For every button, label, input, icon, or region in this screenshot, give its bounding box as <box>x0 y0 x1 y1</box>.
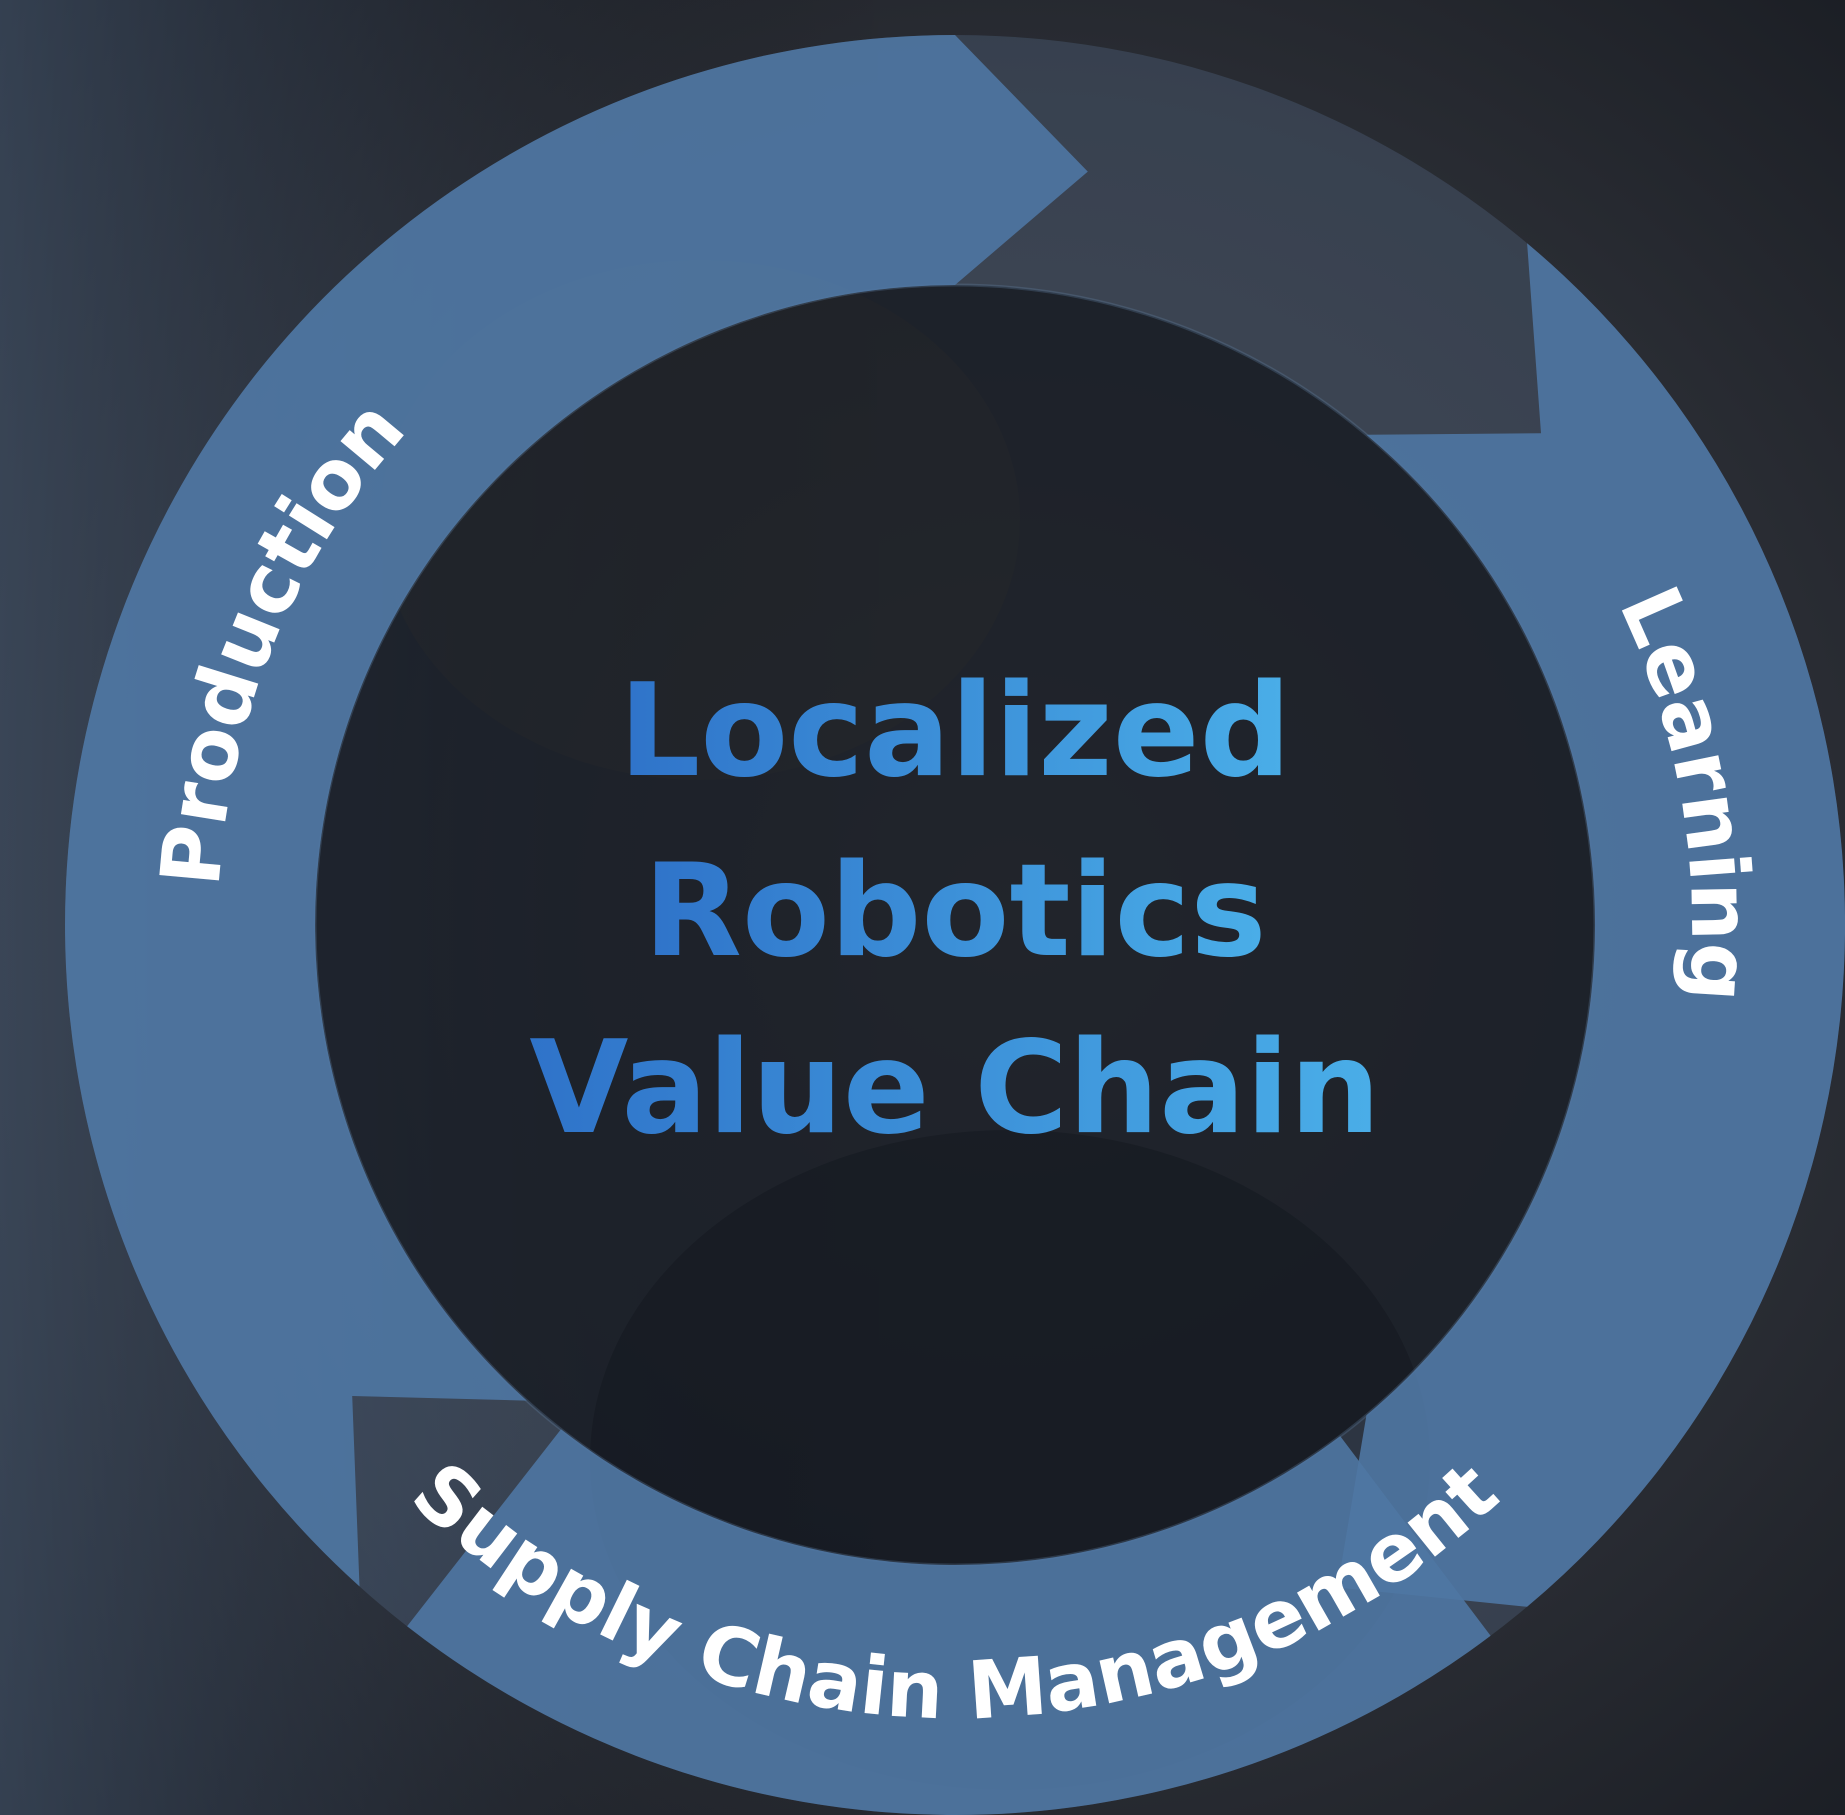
center-title-line-3: Value Chain <box>529 1014 1380 1163</box>
center-title-line-1: Localized <box>619 657 1291 806</box>
segment-production-arrow <box>65 35 1088 1587</box>
segment-learning-arrow <box>1337 243 1845 1607</box>
center-title-line-2: Robotics <box>643 837 1266 986</box>
segment-supply-arrow <box>407 1429 1491 1815</box>
inner-disc <box>315 285 1595 1565</box>
